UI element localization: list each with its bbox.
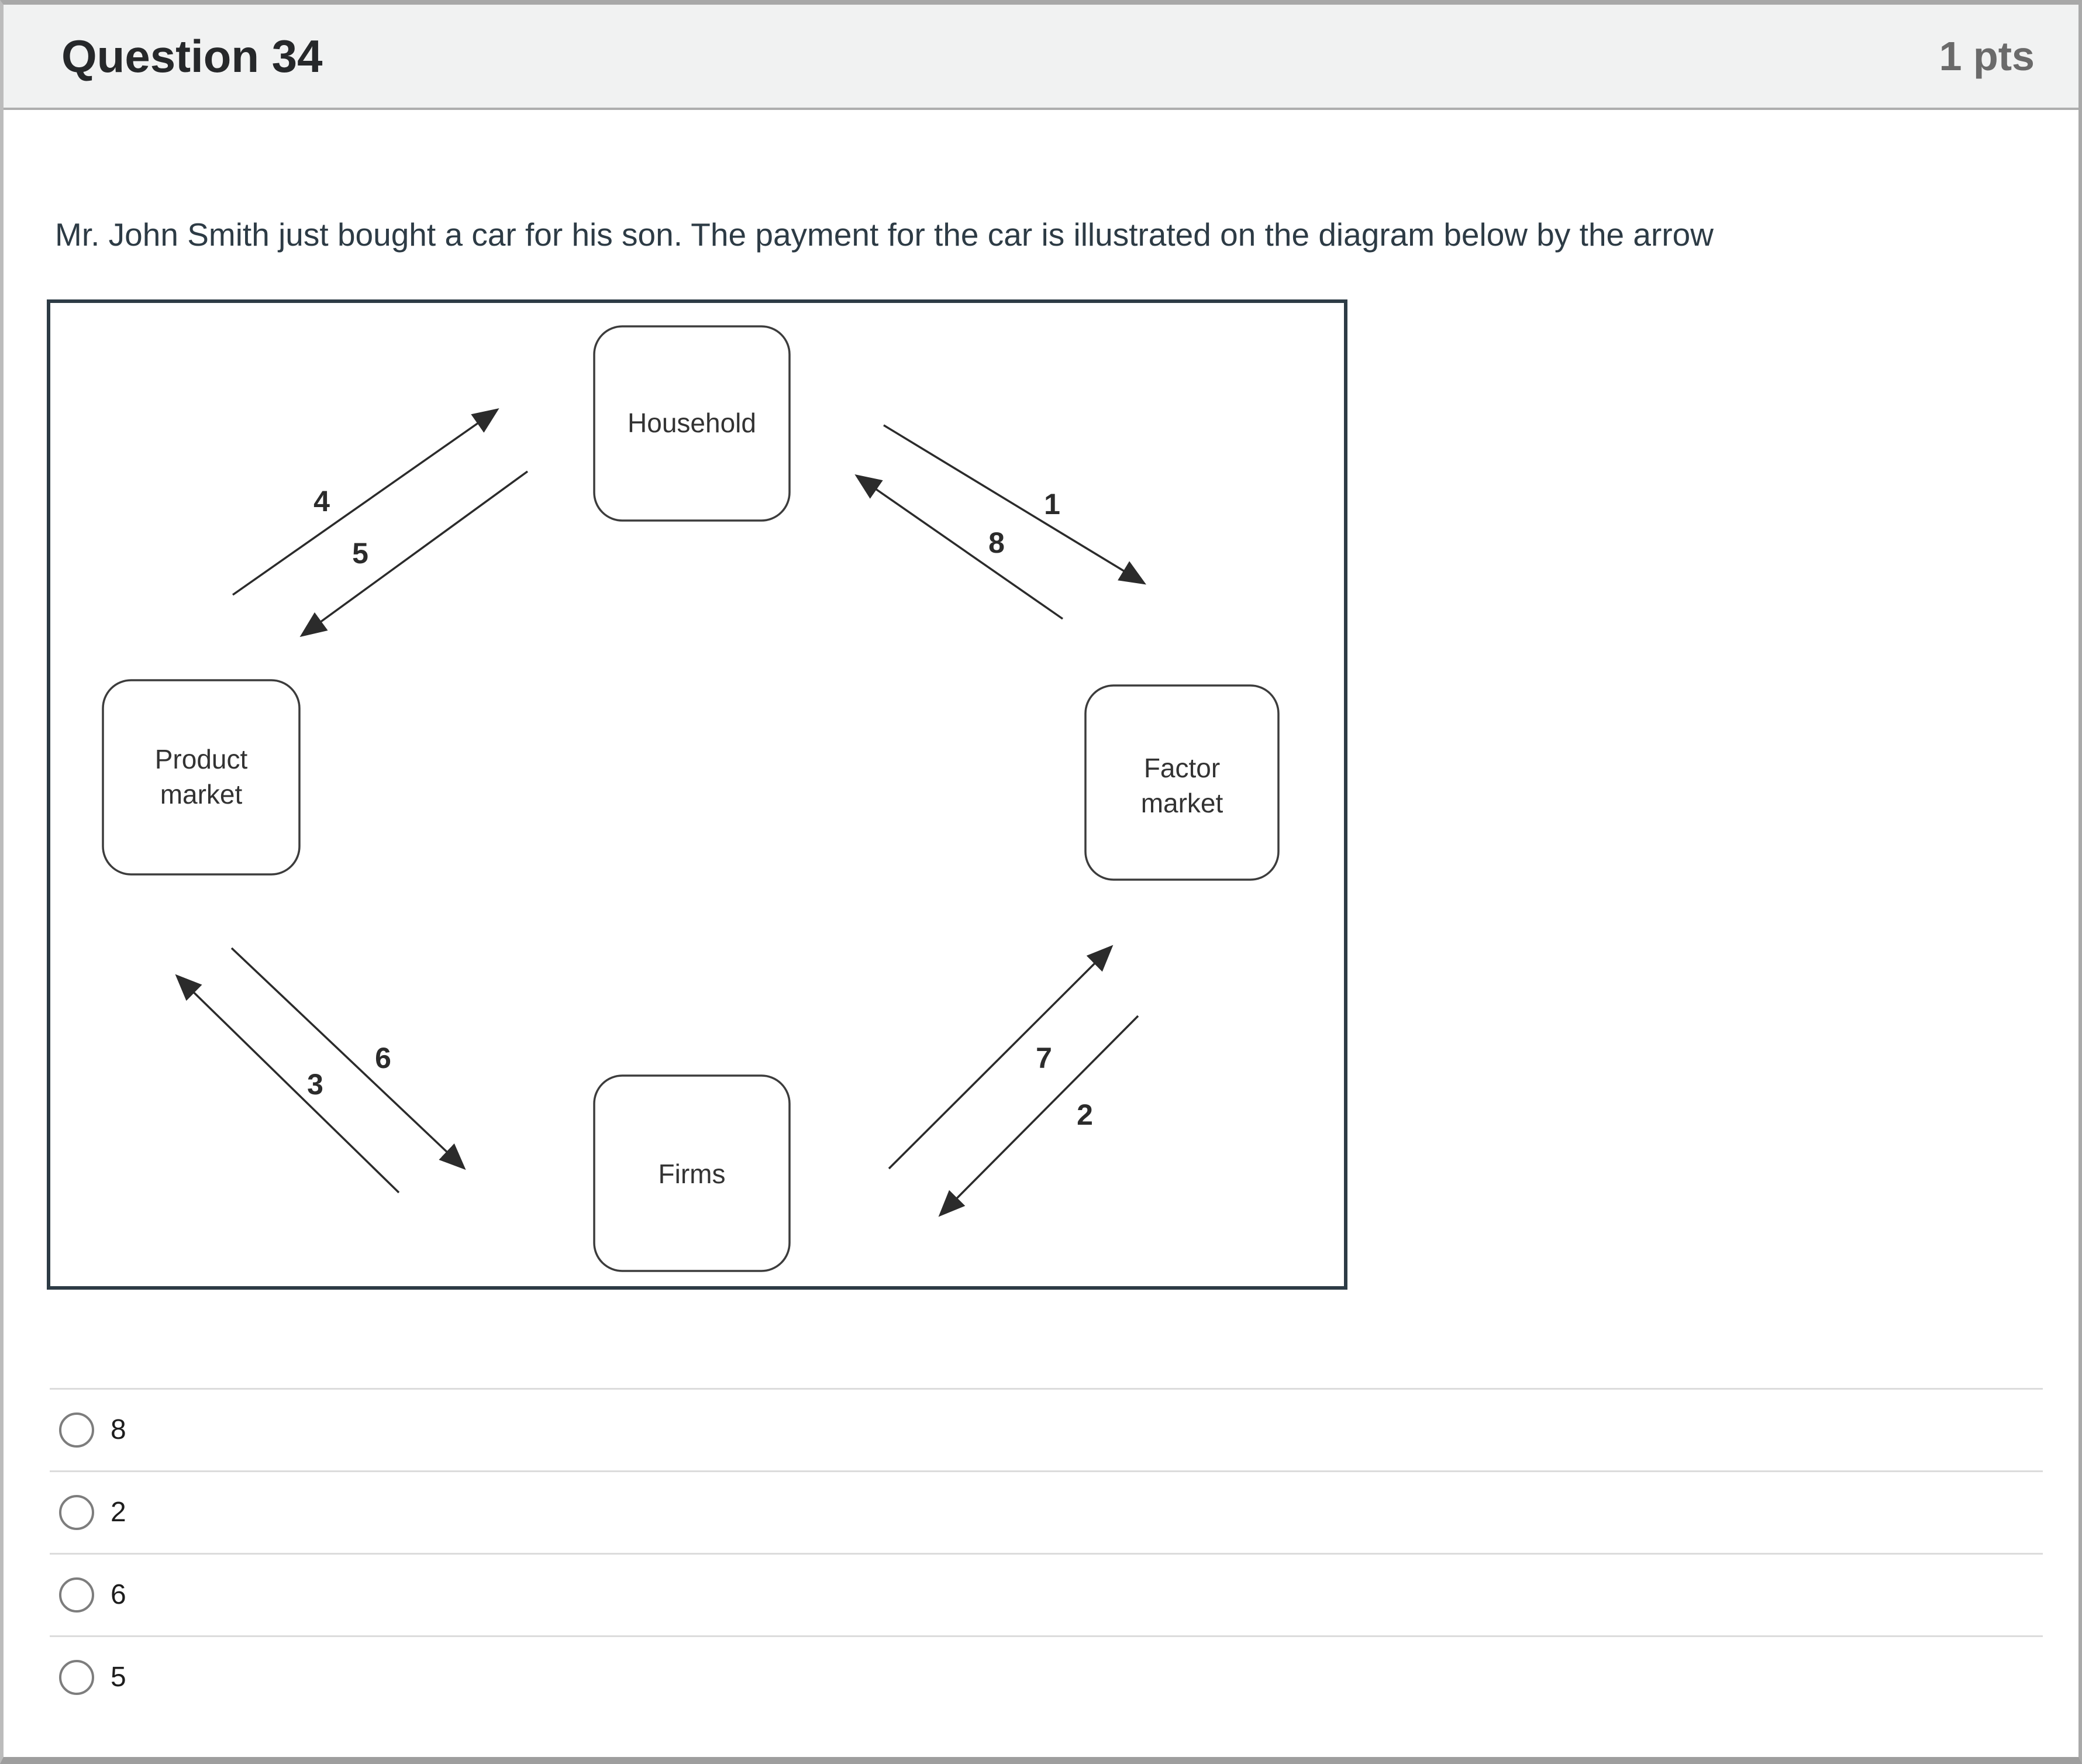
answer-option-5[interactable]: 5 [50, 1635, 2043, 1718]
node-firms-label: Firms [659, 1159, 726, 1189]
node-firms: Firms [593, 1074, 791, 1272]
answer-option-8[interactable]: 8 [50, 1388, 2043, 1470]
radio-button[interactable] [59, 1495, 94, 1530]
node-product-market-label-line2: market [160, 779, 243, 809]
arrow-4-line [232, 408, 499, 596]
node-household-label: Household [628, 408, 756, 438]
arrow-1-line [883, 424, 1146, 585]
question-title: Question 34 [61, 30, 323, 82]
answer-label: 8 [111, 1414, 126, 1445]
node-product-market: Product market [102, 679, 301, 876]
arrow-8-line [854, 474, 1063, 620]
answer-label: 2 [111, 1497, 126, 1528]
arrow-1-label: 1 [1044, 488, 1060, 521]
question-text: Mr. John Smith just bought a car for his… [55, 216, 1714, 253]
arrow-5-label: 5 [352, 537, 368, 570]
node-factor-market-label-line1: Factor [1144, 753, 1220, 783]
arrow-3-line [175, 974, 400, 1194]
arrow-4-label: 4 [313, 485, 330, 518]
node-household: Household [593, 325, 791, 522]
radio-button[interactable] [59, 1577, 94, 1613]
arrow-3-label: 3 [307, 1068, 323, 1101]
answer-option-2[interactable]: 2 [50, 1470, 2043, 1553]
question-header: Question 34 1 pts [4, 5, 2078, 110]
question-points: 1 pts [1939, 33, 2035, 79]
arrow-8-label: 8 [988, 526, 1005, 559]
radio-button[interactable] [59, 1412, 94, 1448]
answer-label: 5 [111, 1662, 126, 1693]
arrow-7-label: 7 [1036, 1042, 1052, 1074]
arrow-6-label: 6 [375, 1042, 391, 1074]
node-factor-market: Factor market [1084, 684, 1280, 881]
radio-button[interactable] [59, 1660, 94, 1695]
arrow-2-label: 2 [1077, 1098, 1093, 1131]
arrow-7-line [888, 945, 1114, 1170]
answer-options: 8 2 6 5 [50, 1388, 2043, 1718]
node-factor-market-label-line2: market [1141, 788, 1223, 818]
arrow-5-line [299, 470, 529, 638]
arrow-6-line [230, 947, 466, 1170]
answer-option-6[interactable]: 6 [50, 1553, 2043, 1635]
answer-label: 6 [111, 1579, 126, 1610]
circular-flow-diagram: Household Product market Factor market F… [47, 299, 1347, 1290]
arrow-2-line [938, 1015, 1139, 1217]
node-product-market-label-line1: Product [155, 744, 248, 774]
circular-flow-svg: Household Product market Factor market F… [102, 325, 1280, 1272]
